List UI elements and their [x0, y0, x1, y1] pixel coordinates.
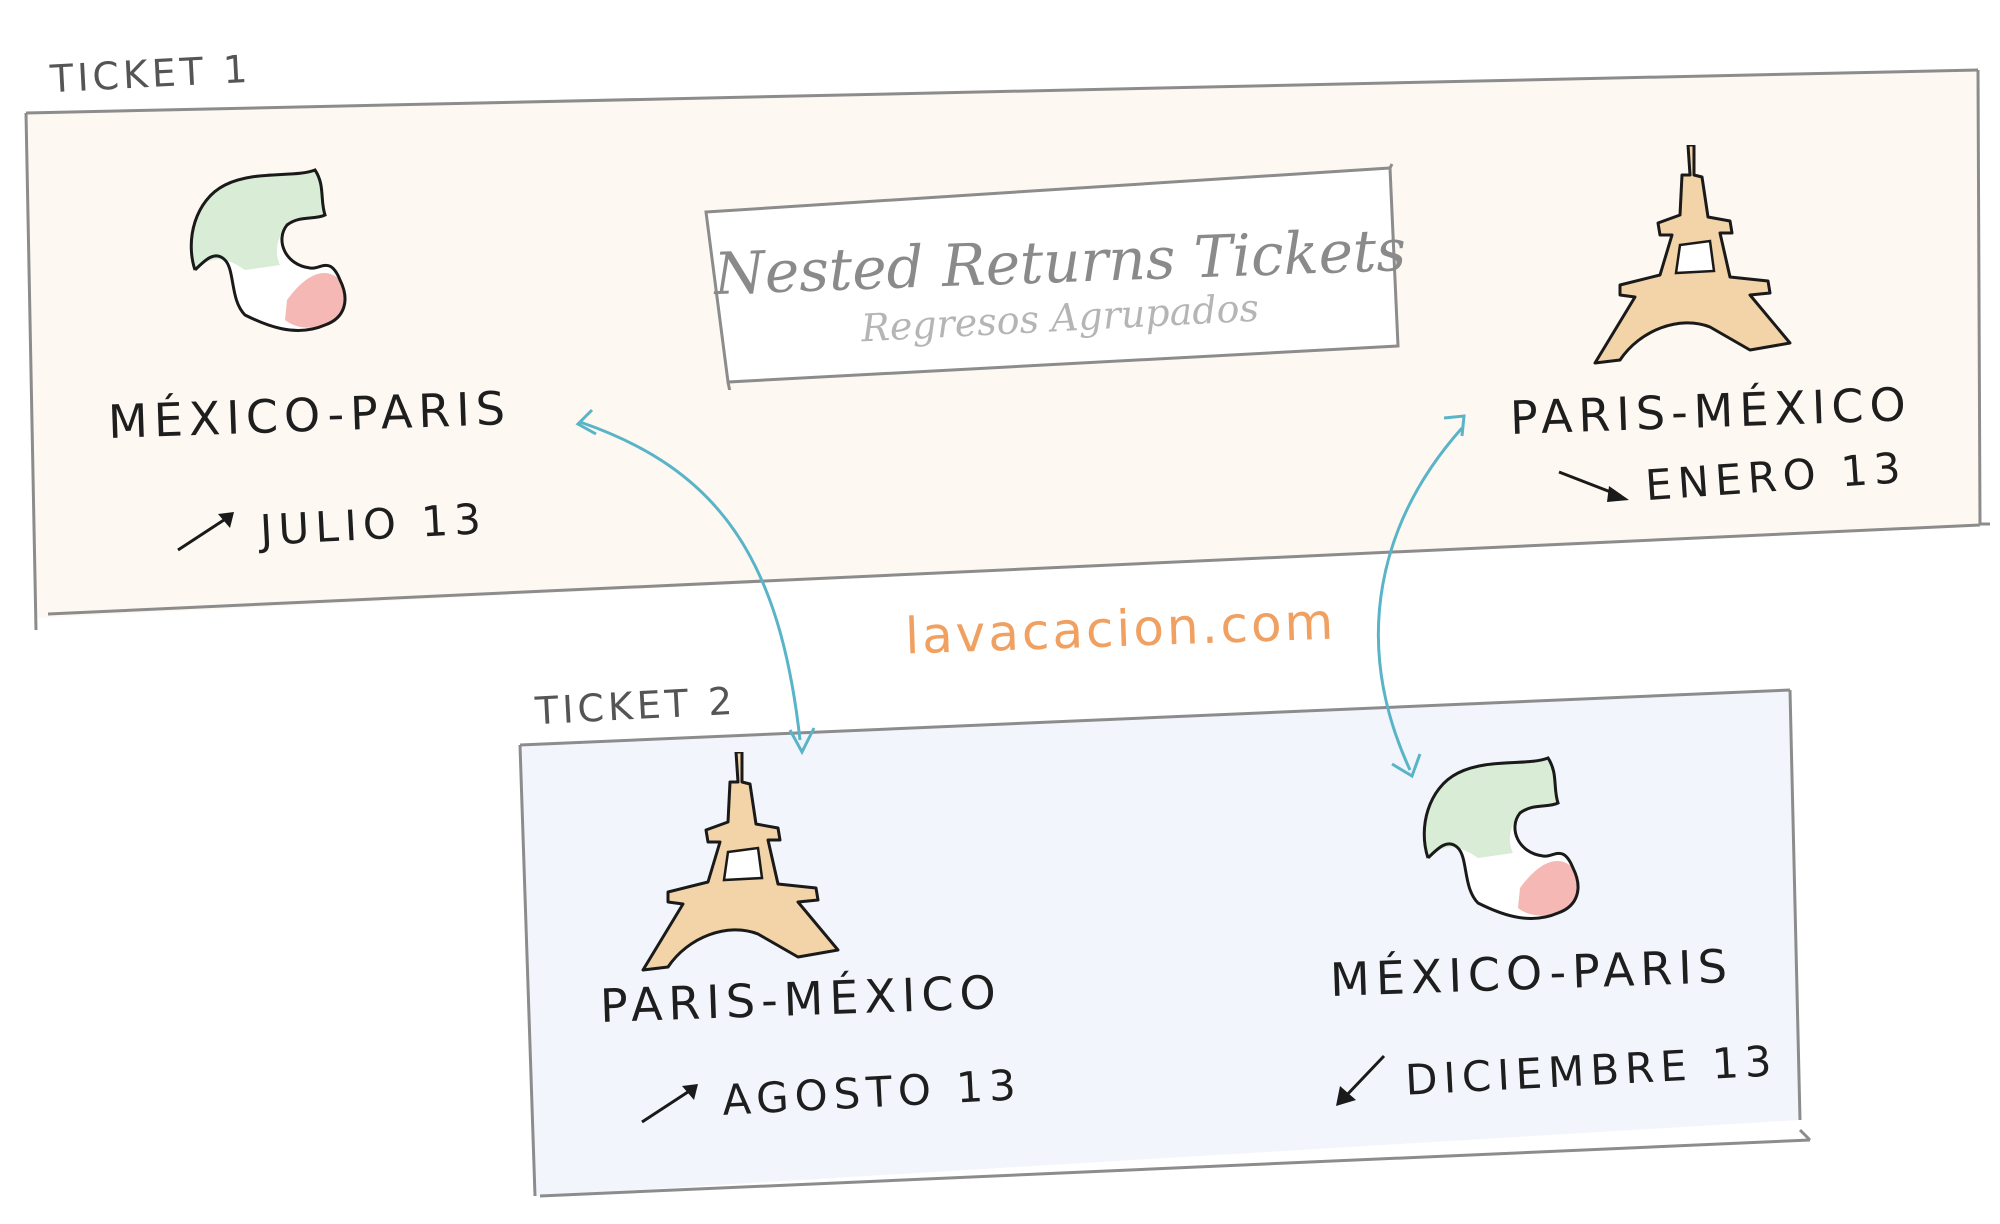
mexico-flag-map-icon [175, 160, 365, 340]
northeast-arrow-icon [638, 1076, 708, 1126]
northeast-arrow-icon [174, 504, 244, 554]
title-box: Nested Returns Tickets Regresos Agrupado… [700, 160, 1420, 390]
mexico-flag-map-icon [1408, 748, 1598, 928]
southwest-arrow-icon [1330, 1052, 1390, 1112]
eiffel-tower-icon [1590, 143, 1810, 370]
eiffel-tower-icon [638, 750, 858, 977]
title-box-frame [704, 163, 1400, 390]
southeast-arrow-icon [1555, 466, 1635, 506]
